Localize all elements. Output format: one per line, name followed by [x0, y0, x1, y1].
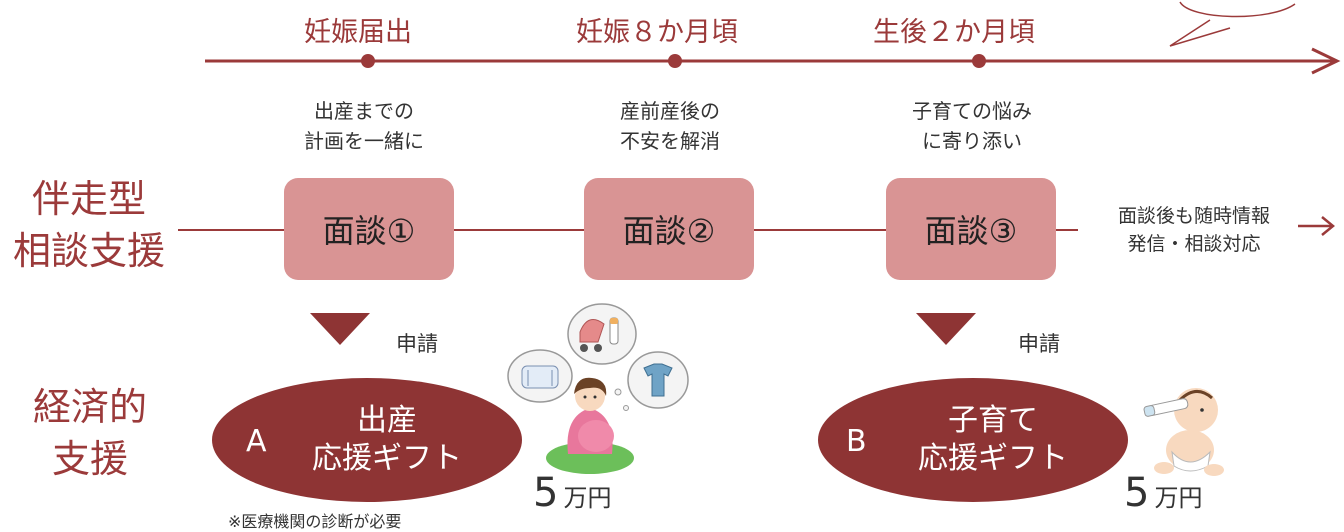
row-label-accompany-line2: 相談支援	[12, 229, 165, 273]
row-label-accompany-line1: 伴走型	[31, 177, 146, 221]
pregnant-woman-illustration	[507, 303, 689, 474]
gift-b-letter: B	[846, 424, 867, 459]
gift-a-line2: 応援ギフト	[312, 441, 462, 476]
stage-label-8-months: 妊娠８か月頃	[576, 17, 738, 48]
gift-b-line1: 子育て	[948, 403, 1038, 438]
interview-1-desc-line1: 出産までの	[314, 99, 414, 123]
gift-a-amount: 5 万円	[533, 470, 612, 516]
timeline-dot-2	[668, 54, 682, 68]
row-label-economic-line2: 支援	[51, 437, 128, 481]
gift-b-amount-number: 5	[1124, 470, 1150, 516]
gift-b-amount-unit: 万円	[1154, 484, 1203, 512]
timeline-dot-3	[972, 54, 986, 68]
childcare-support-gift-ellipse: 子育て 応援ギフト	[818, 378, 1128, 502]
interview-3-description: 子育ての悩み に寄り添い	[862, 96, 1082, 156]
baby-clothes-thought-bubble-icon	[627, 351, 689, 409]
stage-label-2-months-after-birth: 生後２か月頃	[873, 17, 1035, 48]
interview-3-box: 面談③	[886, 178, 1056, 280]
interview-2-box: 面談②	[584, 178, 754, 280]
gift-a-letter: A	[246, 424, 267, 459]
apply-label-a: 申請	[396, 332, 438, 356]
down-triangle-b	[916, 313, 976, 345]
birth-support-gift-ellipse: 出産 応援ギフト	[212, 378, 522, 502]
down-triangle-a	[310, 313, 370, 345]
interview-2-description: 産前産後の 不安を解消	[560, 96, 780, 156]
followup-line2: 発信・相談対応	[1127, 233, 1261, 255]
diaper-thought-bubble-icon	[507, 349, 573, 403]
interview-2-desc-line1: 産前産後の	[620, 99, 720, 123]
interview-2-desc-line2: 不安を解消	[620, 129, 720, 153]
gift-a-amount-unit: 万円	[563, 484, 612, 512]
followup-text: 面談後も随時情報 発信・相談対応	[1094, 202, 1294, 258]
row-label-economic-support: 経済的 支援	[0, 381, 180, 485]
gift-a-line1: 出産	[357, 403, 417, 438]
followup-arrow-icon	[1298, 216, 1335, 236]
followup-line1: 面談後も随時情報	[1117, 205, 1270, 227]
gift-b-line2: 応援ギフト	[918, 441, 1068, 476]
interview-1-desc-line2: 計画を一緒に	[304, 129, 424, 153]
interview-3-desc-line1: 子育ての悩み	[912, 99, 1032, 123]
stroller-thought-bubble-icon	[567, 303, 637, 365]
stage-label-pregnancy-notification: 妊娠届出	[304, 17, 412, 48]
baby-bottle-illustration	[1143, 388, 1224, 476]
row-label-economic-line1: 経済的	[32, 385, 147, 429]
gift-a-amount-number: 5	[533, 470, 559, 516]
timeline-dot-1	[361, 54, 375, 68]
speech-bubble-fragment	[1169, 1, 1296, 47]
interview-1-box: 面談①	[284, 178, 454, 280]
apply-label-b: 申請	[1018, 332, 1060, 356]
timeline-arrow	[205, 47, 1341, 75]
medical-diagnosis-note: ※医療機関の診断が必要	[228, 512, 402, 531]
interview-3-desc-line2: に寄り添い	[922, 129, 1022, 153]
row-label-accompany-support: 伴走型 相談支援	[4, 173, 174, 277]
gift-b-amount: 5 万円	[1124, 470, 1203, 516]
interview-1-description: 出産までの 計画を一緒に	[254, 96, 474, 156]
